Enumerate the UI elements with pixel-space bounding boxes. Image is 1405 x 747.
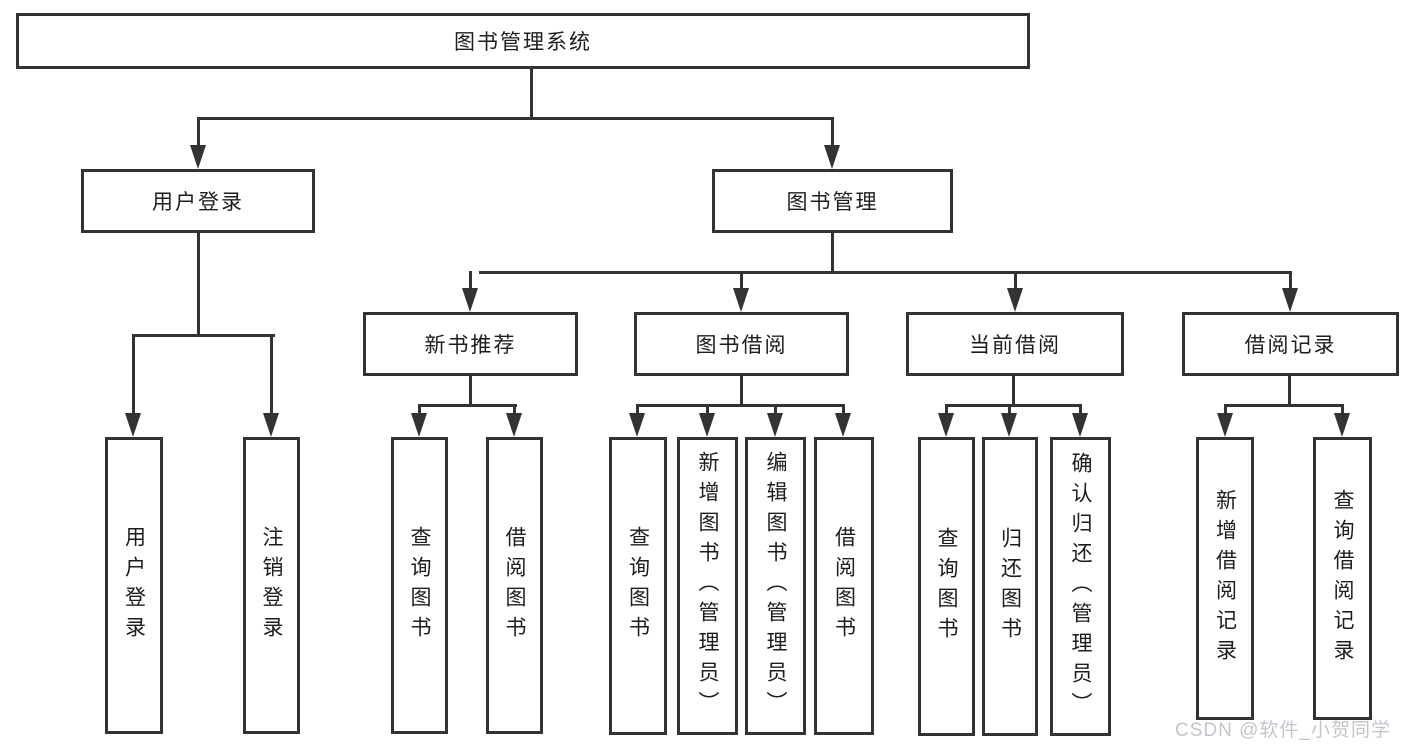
node-label: 图书管理系统 xyxy=(454,31,592,54)
node-label: 编辑图书（管理员） xyxy=(764,451,787,721)
connector-arrow-stem xyxy=(706,404,709,413)
node-label: 用户登录 xyxy=(122,525,146,646)
arrowhead-down-icon xyxy=(1072,413,1088,437)
node-label: 查询图书 xyxy=(626,526,650,646)
node-label: 用户登录 xyxy=(152,191,244,214)
arrowhead-down-icon xyxy=(462,288,478,312)
connector-userlogin-stem xyxy=(197,233,200,337)
connector-arrow-stem xyxy=(1289,271,1292,288)
node-label: 查询借阅记录 xyxy=(1331,488,1354,669)
node-library-management-system: 图书管理系统 xyxy=(16,13,1030,69)
node-label: 归还图书 xyxy=(998,526,1022,647)
leaf-user-login: 用户登录 xyxy=(105,437,163,734)
node-label: 确认归还（管理员） xyxy=(1069,451,1092,722)
arrowhead-down-icon xyxy=(125,413,141,437)
node-label: 借阅图书 xyxy=(832,526,856,646)
node-label: 注销登录 xyxy=(260,525,283,646)
arrowhead-down-icon xyxy=(190,145,206,169)
connector-currentborrow-stem xyxy=(1012,376,1015,407)
arrowhead-down-icon xyxy=(733,288,749,312)
csdn-watermark: CSDN @软件_小贺同学 xyxy=(1175,720,1391,741)
connector-arrow-stem xyxy=(513,404,516,413)
connector-borrowrecords-stem xyxy=(1288,376,1291,407)
leaf-borrow-borrow-books: 借阅图书 xyxy=(814,437,874,735)
connector-arrow-stem xyxy=(1014,271,1017,288)
connector-arrow-stem xyxy=(1341,404,1344,413)
node-borrow-records: 借阅记录 xyxy=(1182,312,1399,376)
arrowhead-down-icon xyxy=(767,413,783,437)
arrowhead-down-icon xyxy=(1001,413,1017,437)
connector-arrow-stem xyxy=(418,404,421,413)
arrowhead-down-icon xyxy=(1007,288,1023,312)
leaf-records-query-record: 查询借阅记录 xyxy=(1313,437,1372,720)
leaf-borrow-add-books-admin: 新增图书（管理员） xyxy=(677,437,738,735)
connector-level3-hline xyxy=(479,271,1292,274)
arrowhead-down-icon xyxy=(835,413,851,437)
leaf-records-add-record: 新增借阅记录 xyxy=(1196,437,1254,720)
connector-arrow-stem xyxy=(1008,404,1011,413)
leaf-borrow-edit-books-admin: 编辑图书（管理员） xyxy=(745,437,806,735)
arrowhead-down-icon xyxy=(699,413,715,437)
connector-bookmgmt-stem xyxy=(831,233,834,274)
connector-arrow-stem xyxy=(270,334,273,413)
connector-recommend-hline xyxy=(418,404,517,407)
arrowhead-down-icon xyxy=(1217,413,1233,437)
connector-arrow-stem xyxy=(831,117,834,145)
node-label: 新书推荐 xyxy=(424,334,517,357)
connector-arrow-stem xyxy=(945,404,948,413)
connector-root-stem xyxy=(530,68,533,118)
connector-level1-hline xyxy=(197,117,833,120)
node-label: 新增图书（管理员） xyxy=(696,451,719,721)
node-label: 查询图书 xyxy=(408,525,431,646)
connector-currentborrow-hline xyxy=(945,404,1082,407)
node-label: 当前借阅 xyxy=(969,334,1061,357)
leaf-current-confirm-return-admin: 确认归还（管理员） xyxy=(1050,437,1111,736)
connector-userlogin-hline xyxy=(132,334,275,337)
connector-borrowrecords-hline xyxy=(1224,404,1344,407)
connector-arrow-stem xyxy=(1079,404,1082,413)
arrowhead-down-icon xyxy=(1282,288,1298,312)
connector-bookborrow-hline xyxy=(636,404,844,407)
connector-arrow-stem xyxy=(774,404,777,413)
leaf-recommend-borrow-books: 借阅图书 xyxy=(486,437,543,734)
node-current-borrow: 当前借阅 xyxy=(906,312,1124,376)
arrowhead-down-icon xyxy=(1334,413,1350,437)
node-new-book-recommend: 新书推荐 xyxy=(363,312,578,376)
connector-bookborrow-stem xyxy=(740,376,743,407)
leaf-logout: 注销登录 xyxy=(243,437,300,734)
node-book-management: 图书管理 xyxy=(712,169,953,233)
connector-arrow-stem xyxy=(740,271,743,288)
leaf-borrow-query-books: 查询图书 xyxy=(609,437,667,735)
leaf-recommend-query-books: 查询图书 xyxy=(391,437,448,734)
leaf-current-return-books: 归还图书 xyxy=(982,437,1038,736)
leaf-current-query-books: 查询图书 xyxy=(918,437,975,736)
connector-arrow-stem xyxy=(469,271,472,288)
connector-arrow-stem xyxy=(132,334,135,413)
arrowhead-down-icon xyxy=(263,413,279,437)
arrowhead-down-icon xyxy=(824,145,840,169)
arrowhead-down-icon xyxy=(938,413,954,437)
connector-arrow-stem xyxy=(842,404,845,413)
node-label: 图书管理 xyxy=(786,191,879,214)
connector-arrow-stem xyxy=(197,117,200,145)
arrowhead-down-icon xyxy=(411,413,427,437)
arrowhead-down-icon xyxy=(629,413,645,437)
arrowhead-down-icon xyxy=(506,413,522,437)
connector-arrow-stem xyxy=(1224,404,1227,413)
node-label: 借阅图书 xyxy=(503,525,526,646)
node-label: 借阅记录 xyxy=(1244,334,1337,357)
node-label: 查询图书 xyxy=(935,526,958,647)
connector-arrow-stem xyxy=(636,404,639,413)
connector-recommend-stem xyxy=(469,376,472,407)
node-user-login: 用户登录 xyxy=(81,169,315,233)
node-label: 图书借阅 xyxy=(695,334,788,357)
node-book-borrow: 图书借阅 xyxy=(634,312,849,376)
node-label: 新增借阅记录 xyxy=(1213,488,1237,669)
